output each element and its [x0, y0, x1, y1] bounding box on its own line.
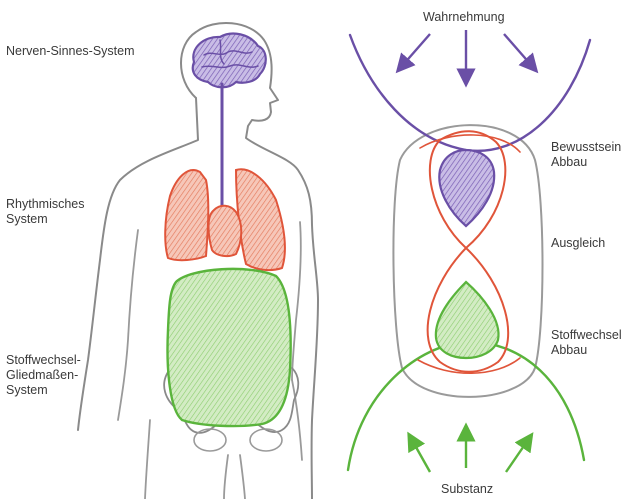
abdomen — [168, 269, 291, 426]
label-upper-pole-line2: Abbau — [551, 155, 621, 170]
label-nerve-text: Nerven-Sinnes-System — [6, 44, 135, 59]
label-lower-pole-line1: Stoffwechsel — [551, 328, 622, 343]
heart — [209, 206, 242, 256]
label-metabolic-line1: Stoffwechsel- — [6, 353, 81, 368]
metabolic-organ — [168, 269, 291, 426]
label-substance-text: Substanz — [441, 482, 493, 497]
label-balance-text: Ausgleich — [551, 236, 605, 251]
right-lung — [236, 169, 285, 270]
polarity-diagram — [348, 30, 590, 472]
metabolism-drop — [436, 282, 499, 358]
label-nerve-system: Nerven-Sinnes-System — [6, 44, 135, 59]
label-metabolic-line2: Gliedmaßen- — [6, 368, 81, 383]
label-rhythm-system: Rhythmisches System — [6, 197, 85, 227]
substance-arrow-right — [506, 440, 528, 472]
label-rhythm-line2: System — [6, 212, 85, 227]
label-metabolic-line3: System — [6, 383, 81, 398]
perception-arc — [350, 35, 590, 151]
label-lower-pole: Stoffwechsel Abbau — [551, 328, 622, 358]
label-rhythm-line1: Rhythmisches — [6, 197, 85, 212]
label-metabolic-system: Stoffwechsel- Gliedmaßen- System — [6, 353, 81, 398]
rhythm-organ — [165, 169, 285, 270]
label-upper-pole-line1: Bewusstsein — [551, 140, 621, 155]
perception-arrow-left — [402, 34, 430, 66]
substance-arrow-left — [412, 440, 430, 472]
perception-arrow-right — [504, 34, 532, 66]
label-balance: Ausgleich — [551, 236, 605, 251]
label-perception-text: Wahrnehmung — [423, 10, 505, 25]
label-substance: Substanz — [441, 482, 493, 497]
label-lower-pole-line2: Abbau — [551, 343, 622, 358]
consciousness-drop — [439, 150, 494, 226]
label-upper-pole: Bewusstsein Abbau — [551, 140, 621, 170]
brain — [193, 34, 266, 88]
left-lung — [165, 170, 208, 260]
label-perception: Wahrnehmung — [423, 10, 505, 25]
